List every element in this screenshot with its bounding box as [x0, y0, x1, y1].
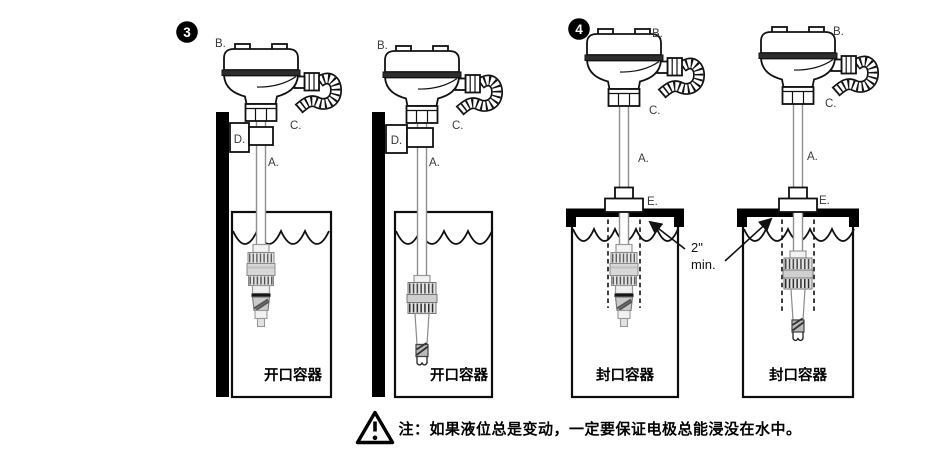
shaft-clamp [406, 127, 434, 148]
mounting-wall [372, 112, 385, 397]
note-text: 注：如果液位总是变动，一定要保证电极总能浸没在水中。 [399, 420, 802, 438]
container-label: 封口容器 [596, 366, 654, 384]
container-label: 开口容器 [264, 366, 322, 384]
part-label-b: B. [833, 26, 844, 38]
sensor-head [585, 29, 699, 106]
min-depth-unit: min. [691, 257, 716, 272]
water-line [232, 228, 330, 245]
step4-badge: 4 [568, 18, 590, 40]
panel-sealed-container-2: B. C. A. E. 封口容器 [737, 26, 873, 399]
water-line [395, 228, 493, 245]
sensor-head [222, 44, 336, 121]
part-label-c: C. [825, 98, 837, 110]
min-depth-arrow-left [648, 220, 686, 250]
part-label-e: E. [819, 195, 830, 207]
probe-shaft [416, 123, 428, 276]
warning-triangle-icon [355, 410, 395, 445]
panel-open-container-1: D. B. C. A. 开口容器 [215, 38, 336, 399]
part-label-d: D. [234, 134, 246, 146]
part-label-a: A. [268, 157, 279, 169]
container-label: 封口容器 [769, 366, 827, 384]
lid-fitting [604, 197, 644, 213]
part-label-a: A. [638, 153, 649, 165]
probe-shaft [792, 104, 804, 251]
part-label-c: C. [290, 120, 302, 132]
probe-shaft [618, 106, 630, 245]
min-depth-arrow-right [724, 217, 773, 262]
part-label-d: D. [391, 135, 403, 147]
panel-sealed-container-1: B. C. A. E. 封口容器 [566, 28, 699, 399]
sensor-head [383, 46, 497, 123]
part-label-a: A. [807, 151, 818, 163]
panel-open-container-2: D. B. C. A. 开口容器 [372, 40, 497, 399]
step3-number: 3 [183, 25, 191, 40]
container-label: 开口容器 [430, 366, 488, 384]
part-label-b: B. [377, 40, 388, 52]
warning-note: 注：如果液位总是变动，一定要保证电极总能浸没在水中。 [355, 410, 802, 445]
part-label-b: B. [652, 28, 663, 40]
mounting-wall [216, 112, 229, 397]
lid-fitting [778, 197, 818, 213]
shaft-clamp [248, 126, 274, 146]
sensor-head [759, 27, 873, 104]
part-label-c: C. [649, 105, 661, 117]
part-label-c: C. [452, 120, 464, 132]
part-label-e: E. [647, 196, 658, 208]
step4-number: 4 [575, 22, 583, 37]
min-depth-value: 2" [691, 240, 703, 255]
part-label-a: A. [429, 157, 440, 169]
min-depth-annotation: 2" min. [648, 217, 773, 272]
part-label-b: B. [215, 38, 226, 50]
step3-badge: 3 [176, 21, 198, 43]
